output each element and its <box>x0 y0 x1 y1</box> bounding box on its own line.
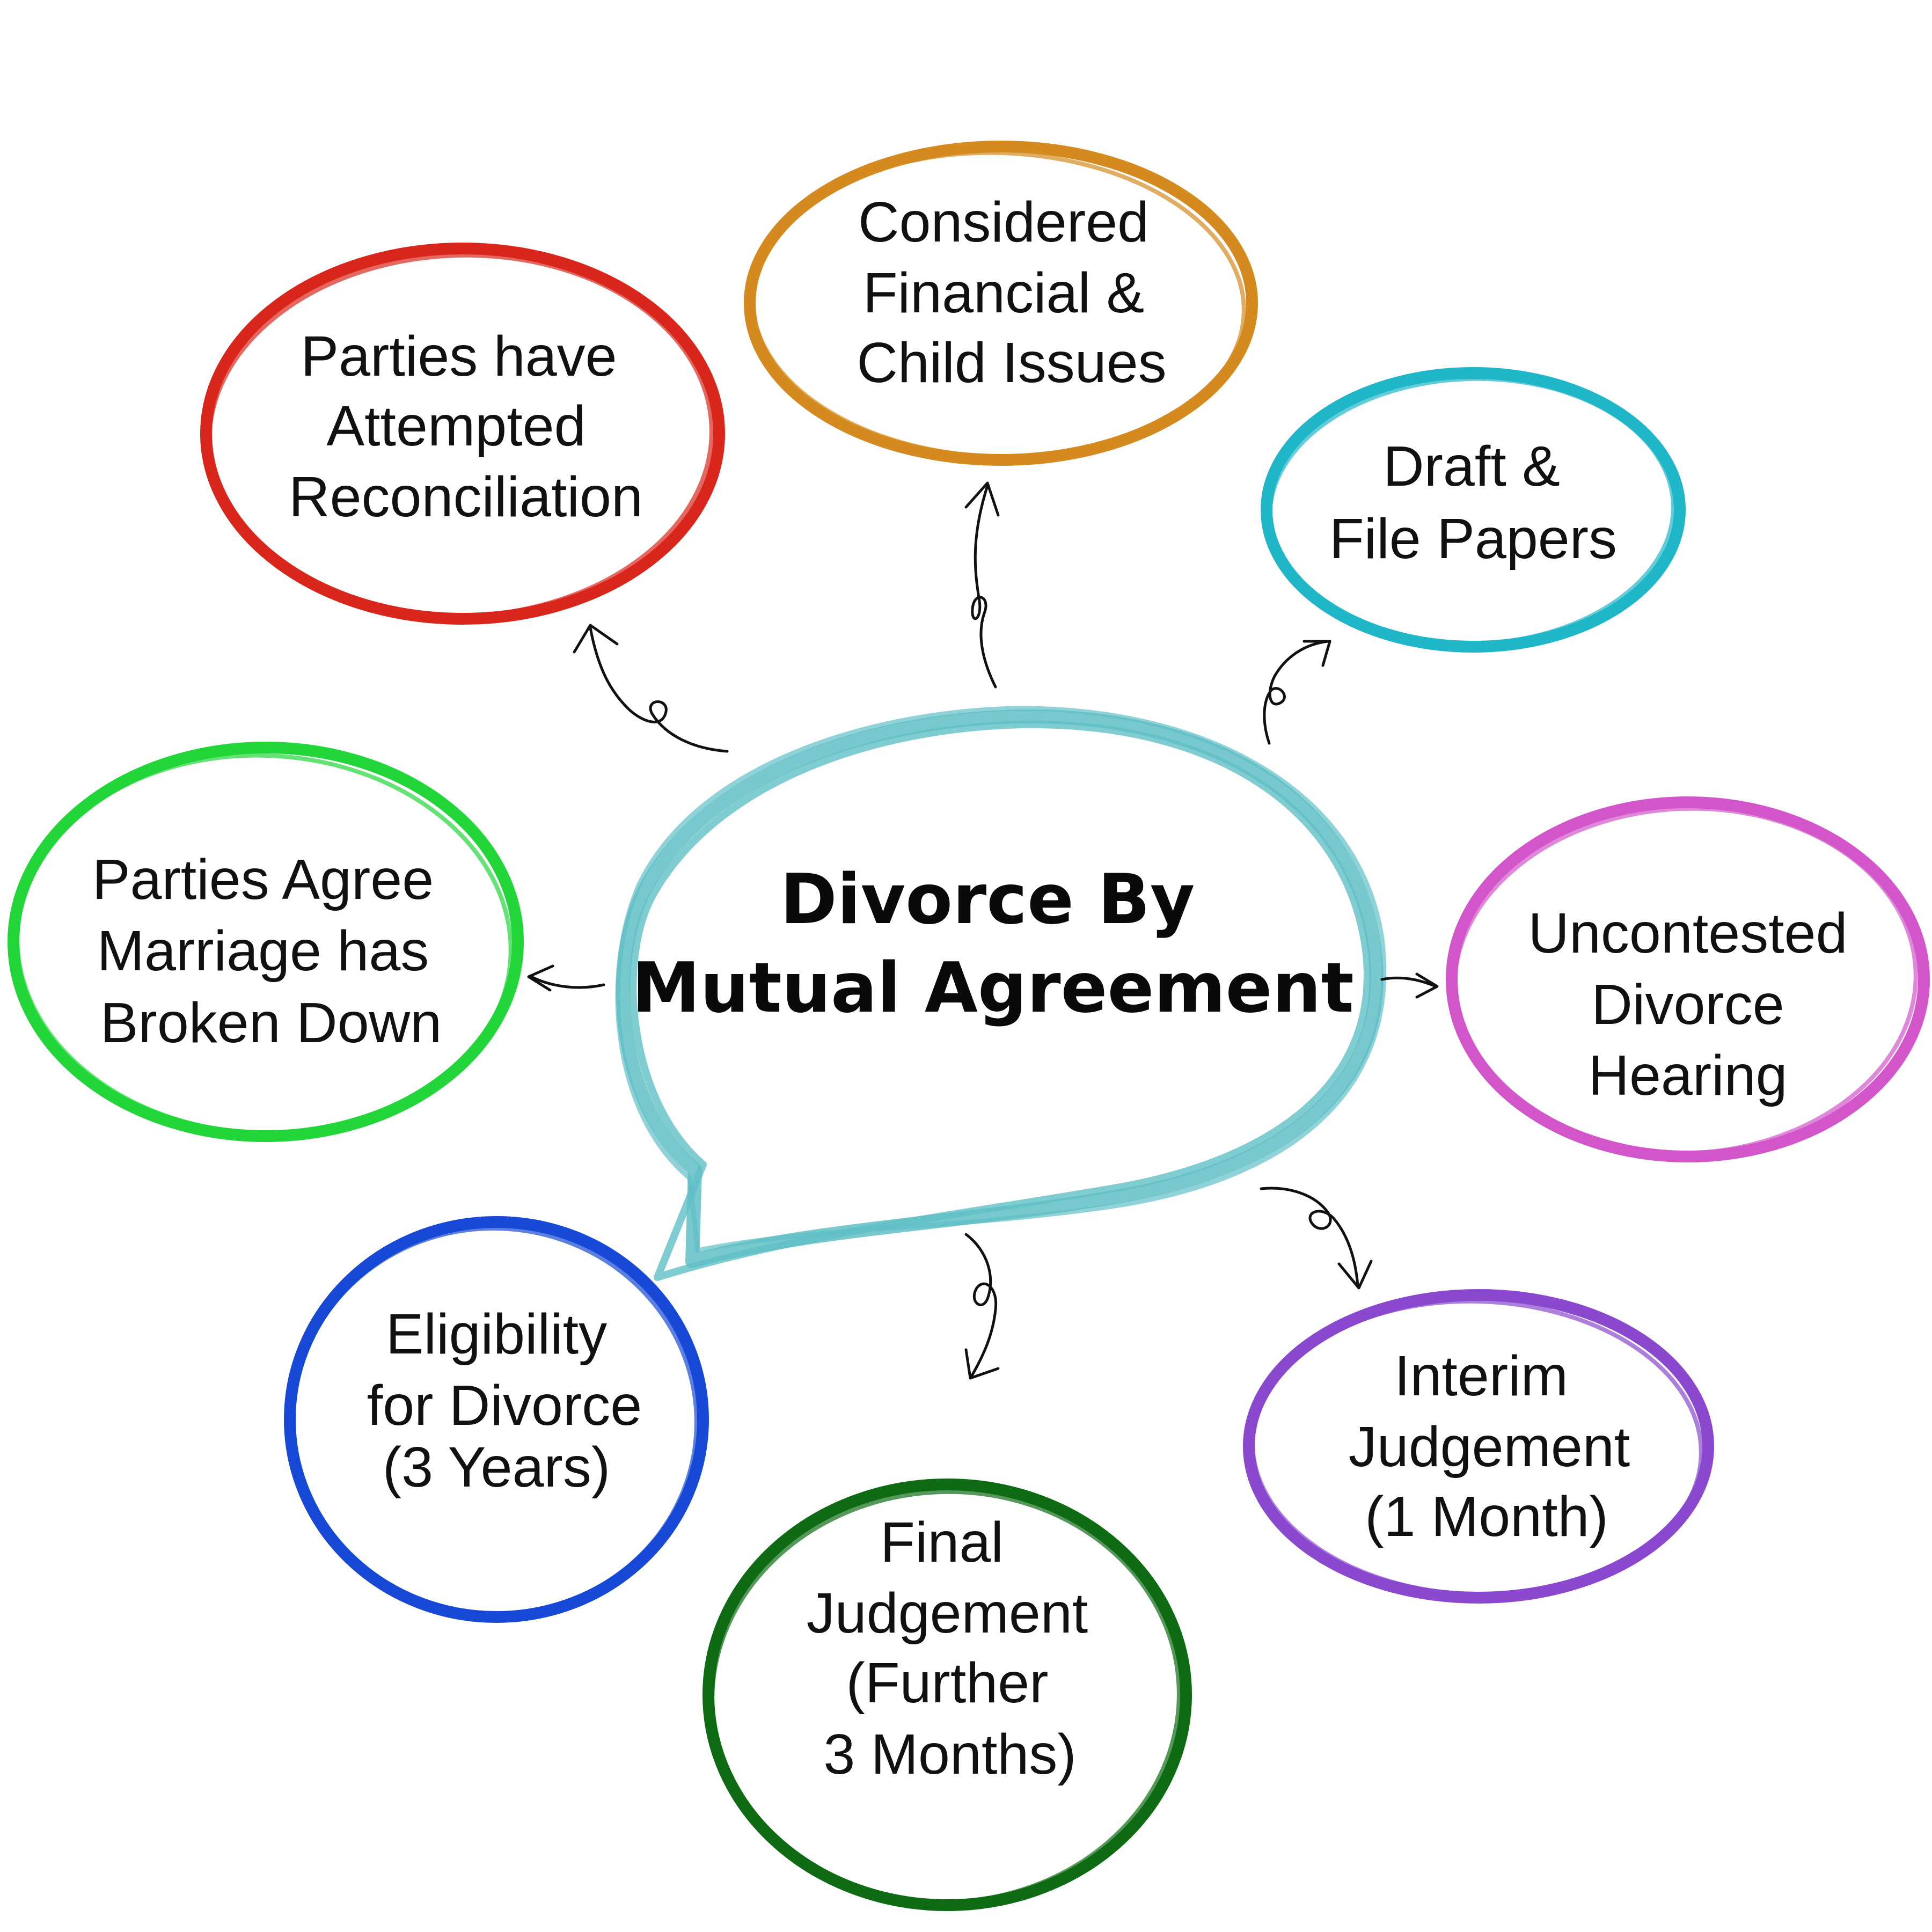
center-bubble-outline-pass-2 <box>629 720 1371 1281</box>
center-title-line-2: Mutual Agreement <box>632 948 1354 1028</box>
connector-to-reconciliation <box>573 624 729 753</box>
node-financial-child-ring-pass <box>750 150 1246 459</box>
node-draft-file-line-2: File Papers <box>1329 507 1617 570</box>
node-final-line-4: 3 Months) <box>823 1723 1076 1786</box>
node-interim-ring <box>1243 1289 1714 1604</box>
node-interim-line-2: Judgement <box>1349 1415 1630 1479</box>
node-uncontested: Uncontested Divorce Hearing <box>1446 796 1930 1162</box>
node-interim-line-3: (1 Month) <box>1365 1485 1608 1548</box>
node-interim: Interim Judgement (1 Month) <box>1243 1289 1714 1604</box>
node-marriage-broken-line-3: Broken Down <box>100 991 442 1055</box>
node-uncontested-ring <box>1446 796 1930 1162</box>
node-reconciliation-ring-pass <box>207 253 714 619</box>
node-eligibility: Eligibility for Divorce (3 Years) <box>284 1216 709 1623</box>
node-reconciliation-ring <box>200 243 725 625</box>
node-eligibility-line-3: (3 Years) <box>383 1436 610 1499</box>
connector-to-financial-child <box>964 481 1000 689</box>
node-eligibility-line-1: Eligibility <box>386 1302 607 1366</box>
node-reconciliation-line-3: Reconciliation <box>289 465 643 529</box>
connector-to-uncontested <box>1380 972 1439 999</box>
center-bubble-outline <box>616 709 1384 1268</box>
center-title-line-1: Divorce By <box>780 860 1195 940</box>
node-eligibility-ring-pass <box>291 1226 699 1616</box>
connector-to-final <box>964 1233 1000 1380</box>
center-bubble: Divorce By Mutual Agreement <box>615 706 1387 1281</box>
node-draft-file-ring-pass <box>1268 376 1675 647</box>
node-financial-child-line-2: Financial & <box>863 261 1144 325</box>
connectors <box>527 481 1439 1380</box>
node-reconciliation-line-2: Attempted <box>326 394 586 458</box>
node-eligibility-line-2: for Divorce <box>367 1374 642 1437</box>
node-final: Final Judgement (Further 3 Months) <box>702 1479 1192 1911</box>
node-final-line-1: Final <box>880 1511 1004 1574</box>
connector-to-marriage-broken <box>527 964 605 992</box>
node-marriage-broken-ring <box>8 742 524 1142</box>
node-marriage-broken-line-2: Marriage has <box>97 919 429 983</box>
node-uncontested-line-3: Hearing <box>1588 1044 1787 1107</box>
node-financial-child-ring <box>744 141 1258 466</box>
node-interim-line-1: Interim <box>1394 1344 1568 1408</box>
node-marriage-broken-line-1: Parties Agree <box>92 848 434 911</box>
node-draft-file: Draft & File Papers <box>1261 367 1686 653</box>
node-final-line-3: (Further <box>846 1651 1049 1715</box>
node-final-ring-pass <box>710 1489 1181 1905</box>
center-bubble-outline-pass-3 <box>615 706 1387 1253</box>
node-eligibility-ring <box>284 1216 709 1623</box>
node-uncontested-ring-pass <box>1452 806 1918 1156</box>
node-final-ring <box>702 1479 1192 1911</box>
node-reconciliation-line-1: Parties have <box>301 325 617 388</box>
node-final-line-2: Judgement <box>807 1582 1088 1645</box>
node-financial-child: Considered Financial & Child Issues <box>744 141 1258 466</box>
node-uncontested-line-2: Divorce <box>1591 973 1784 1036</box>
node-financial-child-line-1: Considered <box>858 191 1149 254</box>
node-draft-file-line-1: Draft & <box>1383 435 1560 498</box>
node-interim-ring-pass <box>1250 1299 1703 1597</box>
node-marriage-broken-ring-pass <box>15 753 513 1136</box>
node-reconciliation: Parties have Attempted Reconciliation <box>200 243 725 625</box>
connector-to-draft-file <box>1263 640 1331 745</box>
node-draft-file-ring <box>1261 367 1686 653</box>
connector-to-interim <box>1260 1187 1373 1290</box>
node-uncontested-line-1: Uncontested <box>1528 902 1847 965</box>
node-marriage-broken: Parties Agree Marriage has Broken Down <box>8 742 524 1142</box>
node-financial-child-line-3: Child Issues <box>857 331 1166 394</box>
